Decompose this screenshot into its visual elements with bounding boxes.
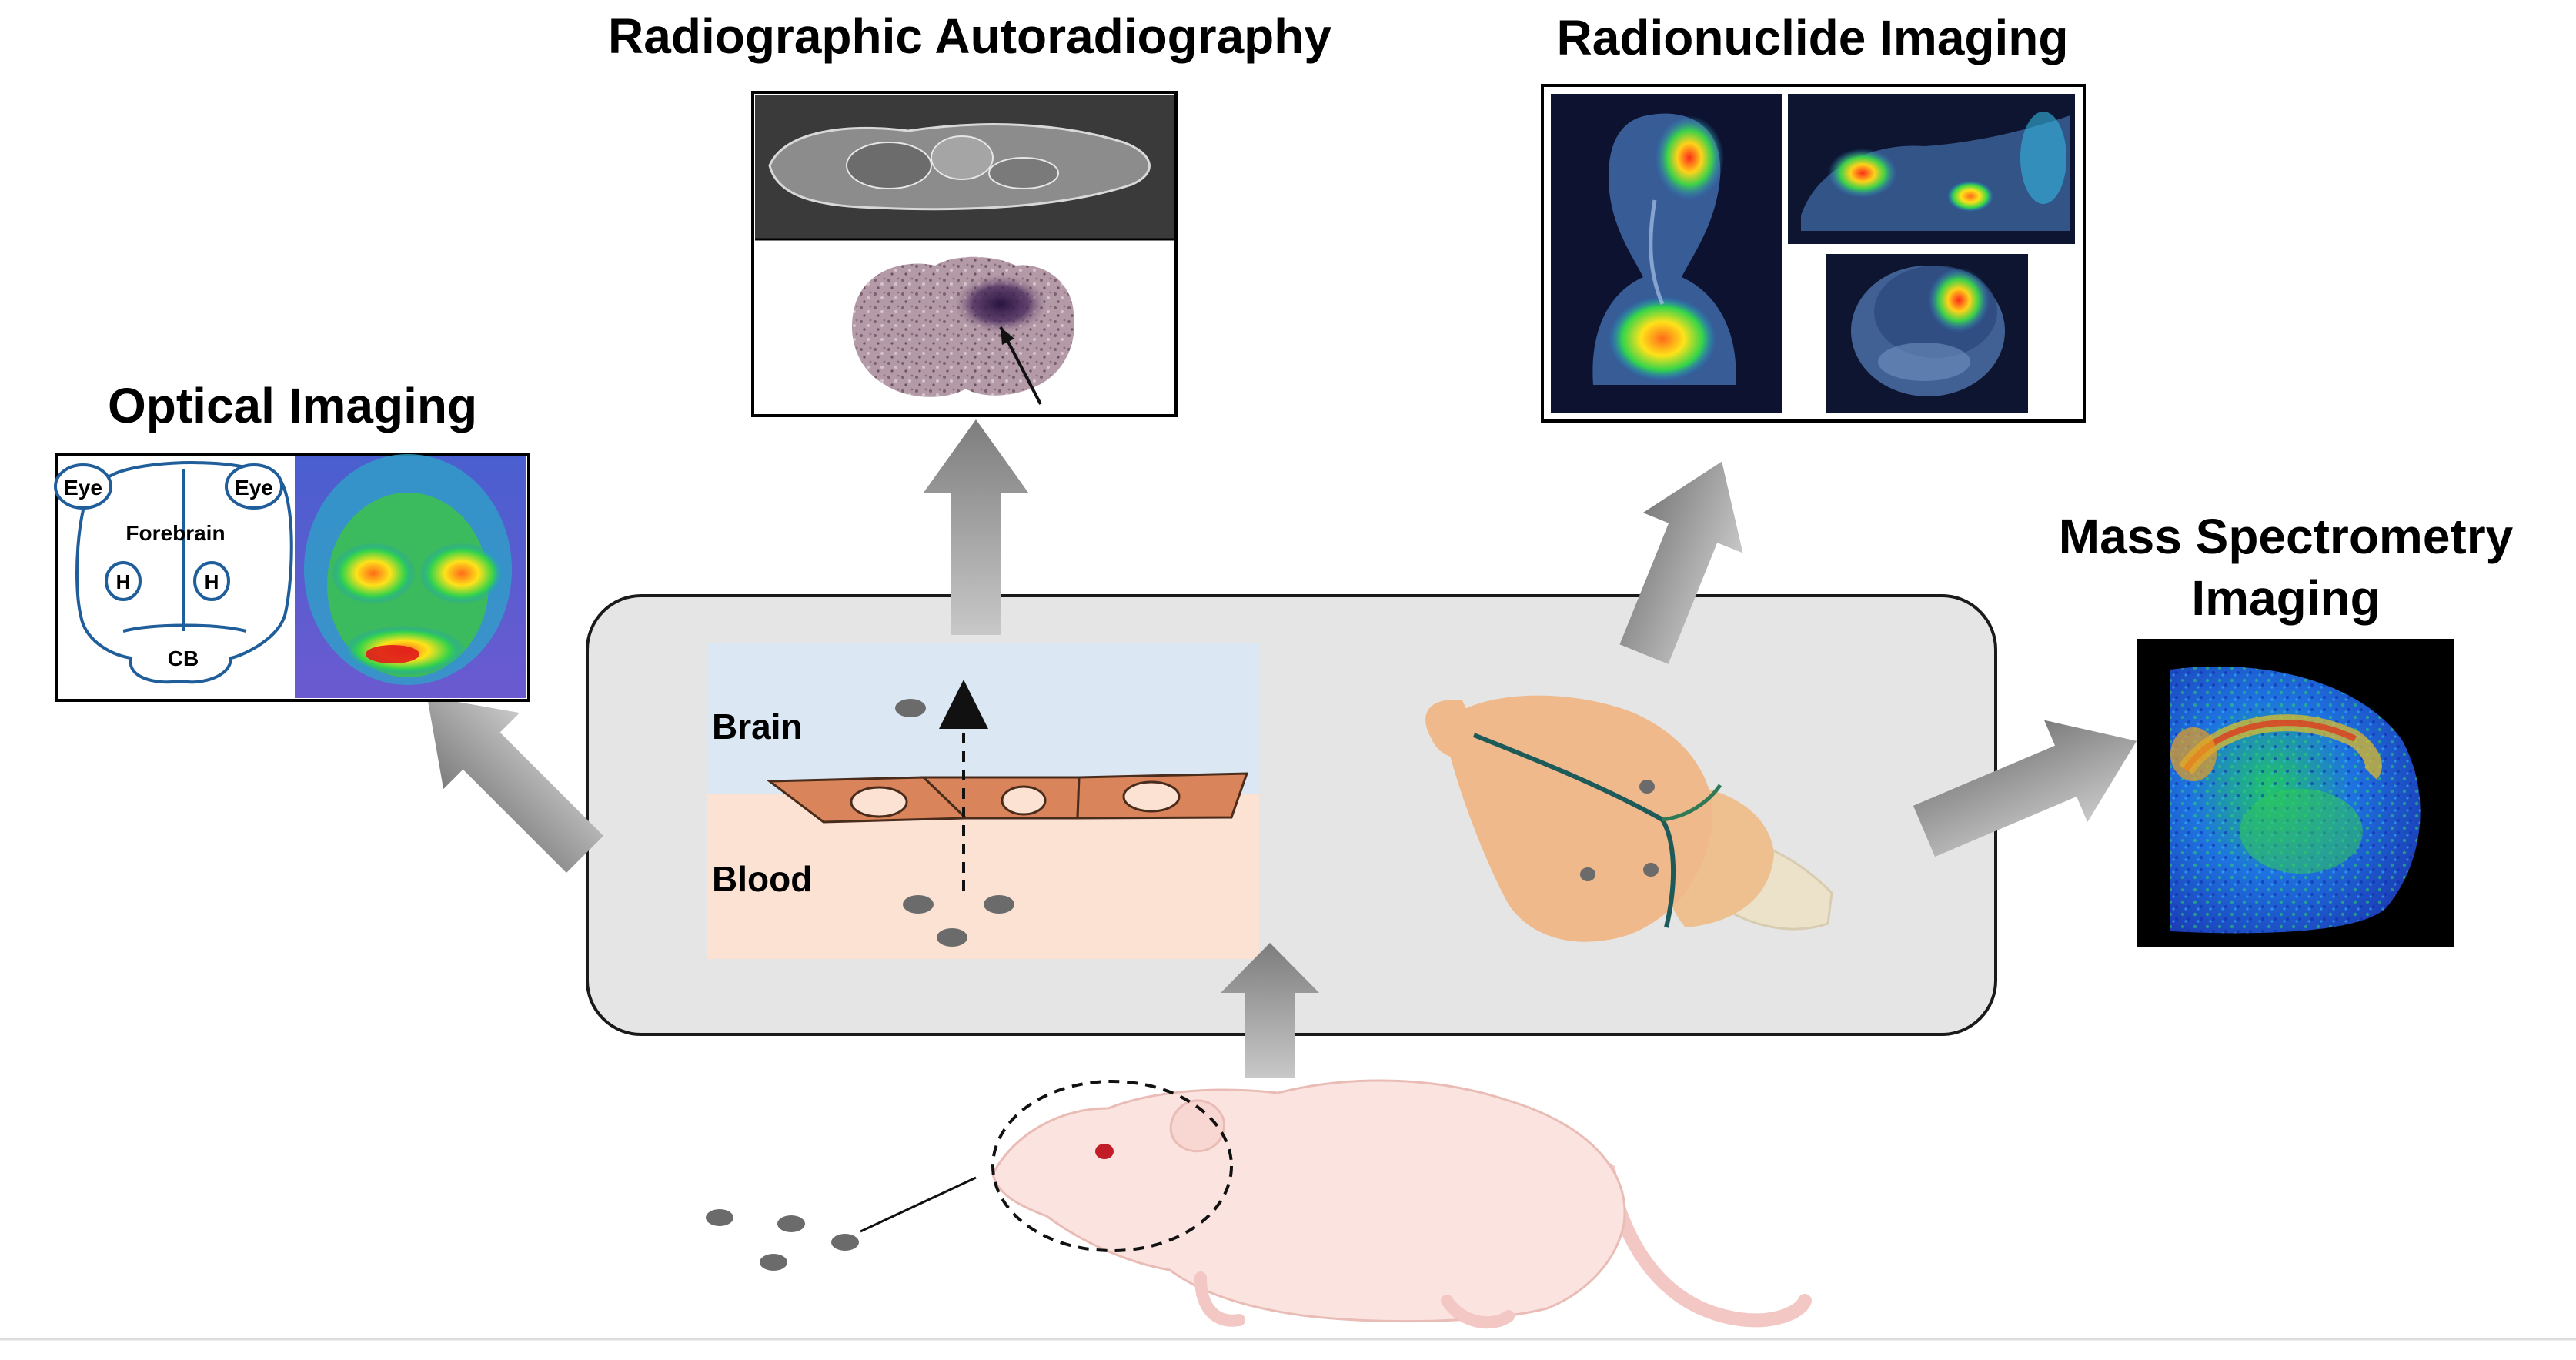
- dosing-particles: [706, 1209, 859, 1271]
- optical-cb-line: [122, 623, 247, 633]
- radionuclide-panel: [1541, 84, 2086, 423]
- mouse-front-leg: [1194, 1271, 1245, 1327]
- brain-section-autoradiogram: [851, 256, 1074, 397]
- brain-particle-1: [1639, 780, 1655, 794]
- mass-spec-heading-line1: Mass Spectrometry: [2058, 509, 2514, 564]
- radionuclide-heading: Radionuclide Imaging: [1556, 10, 2069, 65]
- mouse-eye: [1095, 1144, 1114, 1159]
- brain-particle-2: [1580, 867, 1595, 881]
- h-left: [105, 561, 142, 601]
- eye-left-label: Eye: [64, 476, 102, 500]
- cerebrum: [1447, 695, 1713, 942]
- arrow-from-mouse: [1221, 943, 1319, 1078]
- blood-label: Blood: [712, 859, 812, 899]
- vessel-branch: [1662, 784, 1722, 822]
- nucleus-right: [1122, 780, 1181, 813]
- optical-heading: Optical Imaging: [107, 378, 478, 433]
- head-highlight-circle: [991, 1080, 1233, 1252]
- eye-right-label: Eye: [235, 476, 273, 500]
- mouse-ear: [1169, 1099, 1225, 1153]
- particle-blood-3: [937, 928, 967, 947]
- mouse-hind-leg: [1441, 1295, 1515, 1329]
- nucleus-left: [850, 786, 908, 818]
- mouse-brain-illustration: [1425, 695, 1833, 942]
- nucleus-middle: [1001, 785, 1047, 816]
- mass-spec-heading-line2: Imaging: [2191, 570, 2381, 626]
- h-right-label: H: [205, 570, 219, 593]
- cb-label: CB: [168, 647, 199, 670]
- transverse-fissure: [1660, 818, 1676, 928]
- forebrain-label: Forebrain: [125, 521, 225, 545]
- brain-label: Brain: [712, 707, 803, 747]
- arrow-to-mass-spec: [1913, 720, 2137, 857]
- blood-region: [707, 794, 1259, 959]
- particle-brain: [895, 699, 926, 717]
- mouse-tail: [1602, 1163, 1812, 1328]
- eye-left: [54, 463, 112, 510]
- mouse-illustration: [860, 1079, 1812, 1329]
- arrow-to-autoradiography: [924, 419, 1028, 635]
- mass-spec-panel: [2137, 639, 2454, 947]
- eye-right: [225, 463, 283, 510]
- particle-blood-2: [984, 895, 1014, 914]
- midline-fissure: [1472, 733, 1664, 822]
- mouse-body: [991, 1079, 1626, 1323]
- h-right: [193, 561, 230, 601]
- bbb-diagram: Brain Blood: [707, 643, 1259, 959]
- arrow-to-radionuclide: [1619, 461, 1743, 664]
- particle-blood-1: [903, 895, 934, 914]
- autoradiography-heading: Radiographic Autoradiography: [608, 8, 1331, 64]
- optical-panel: Eye Eye Forebrain H H CB: [54, 453, 530, 702]
- h-left-label: H: [116, 570, 131, 593]
- arrow-to-optical: [426, 696, 604, 874]
- brain-particle-3: [1643, 863, 1659, 877]
- dosing-line: [860, 1176, 977, 1233]
- autoradiography-panel: [751, 91, 1178, 417]
